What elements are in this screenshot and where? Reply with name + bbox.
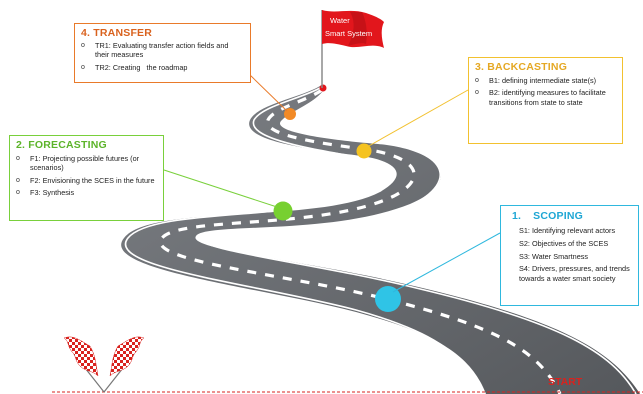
connector-scoping [392, 232, 501, 293]
stage-item: S4: Drivers, pressures, and trends towar… [519, 264, 630, 283]
milestone-scoping-dot [375, 286, 401, 312]
flag-text-line2: Smart System [325, 29, 372, 38]
road-surface [121, 86, 640, 394]
stage-item: S1: Identifying relevant actors [519, 226, 616, 235]
stage-title-backcasting: 3. BACKCASTING [475, 61, 568, 73]
stage-item: S2: Objectives of the SCES [519, 238, 609, 248]
stage-box-forecasting: 2. FORECASTING F1: Projecting possible f… [9, 135, 164, 221]
connector-forecasting [163, 169, 278, 208]
stage-item: B1: defining intermediate state(s) [475, 76, 616, 86]
stage-item: TR1: Evaluating transfer action fields a… [81, 41, 244, 60]
goal-flag-icon [322, 10, 384, 48]
goal-pin [319, 84, 327, 92]
stage-title-transfer: 4. TRANSFER [81, 27, 153, 39]
connector-backcasting [366, 89, 469, 148]
milestone-backcasting-dot [356, 143, 372, 159]
stage-number: 1. [512, 210, 522, 222]
connector-transfer [249, 74, 288, 112]
checkered-flags-icon [63, 336, 145, 393]
stage-title-forecasting: 2. FORECASTING [16, 139, 107, 151]
stage-item: B2: identifying measures to facilitate t… [475, 88, 616, 107]
stage-item: TR2: Creating the roadmap [81, 63, 244, 73]
flag-text-line1: Water [330, 16, 350, 25]
stage-box-transfer: 4. TRANSFER TR1: Evaluating transfer act… [74, 23, 251, 83]
stage-item: F3: Synthesis [16, 188, 157, 198]
start-label: START [548, 376, 583, 388]
flag-fold [348, 12, 367, 46]
stage-title-scoping: 1. SCOPING [507, 210, 632, 222]
stage-item: F1: Projecting possible futures (or scen… [16, 154, 157, 173]
stage-box-scoping: 1. SCOPING S1: Identifying relevant actor… [500, 205, 639, 306]
stage-box-backcasting: 3. BACKCASTING B1: defining intermediate… [468, 57, 623, 144]
road-edge-left [124, 87, 481, 394]
road-centerline [158, 88, 562, 394]
stage-title-text: SCOPING [533, 210, 583, 222]
stage-item: F2: Envisioning the SCES in the future [16, 176, 157, 186]
road-edge-right [198, 89, 637, 394]
stage-item: S3: Water Smartness [519, 251, 589, 261]
milestone-forecasting-dot [273, 201, 293, 221]
